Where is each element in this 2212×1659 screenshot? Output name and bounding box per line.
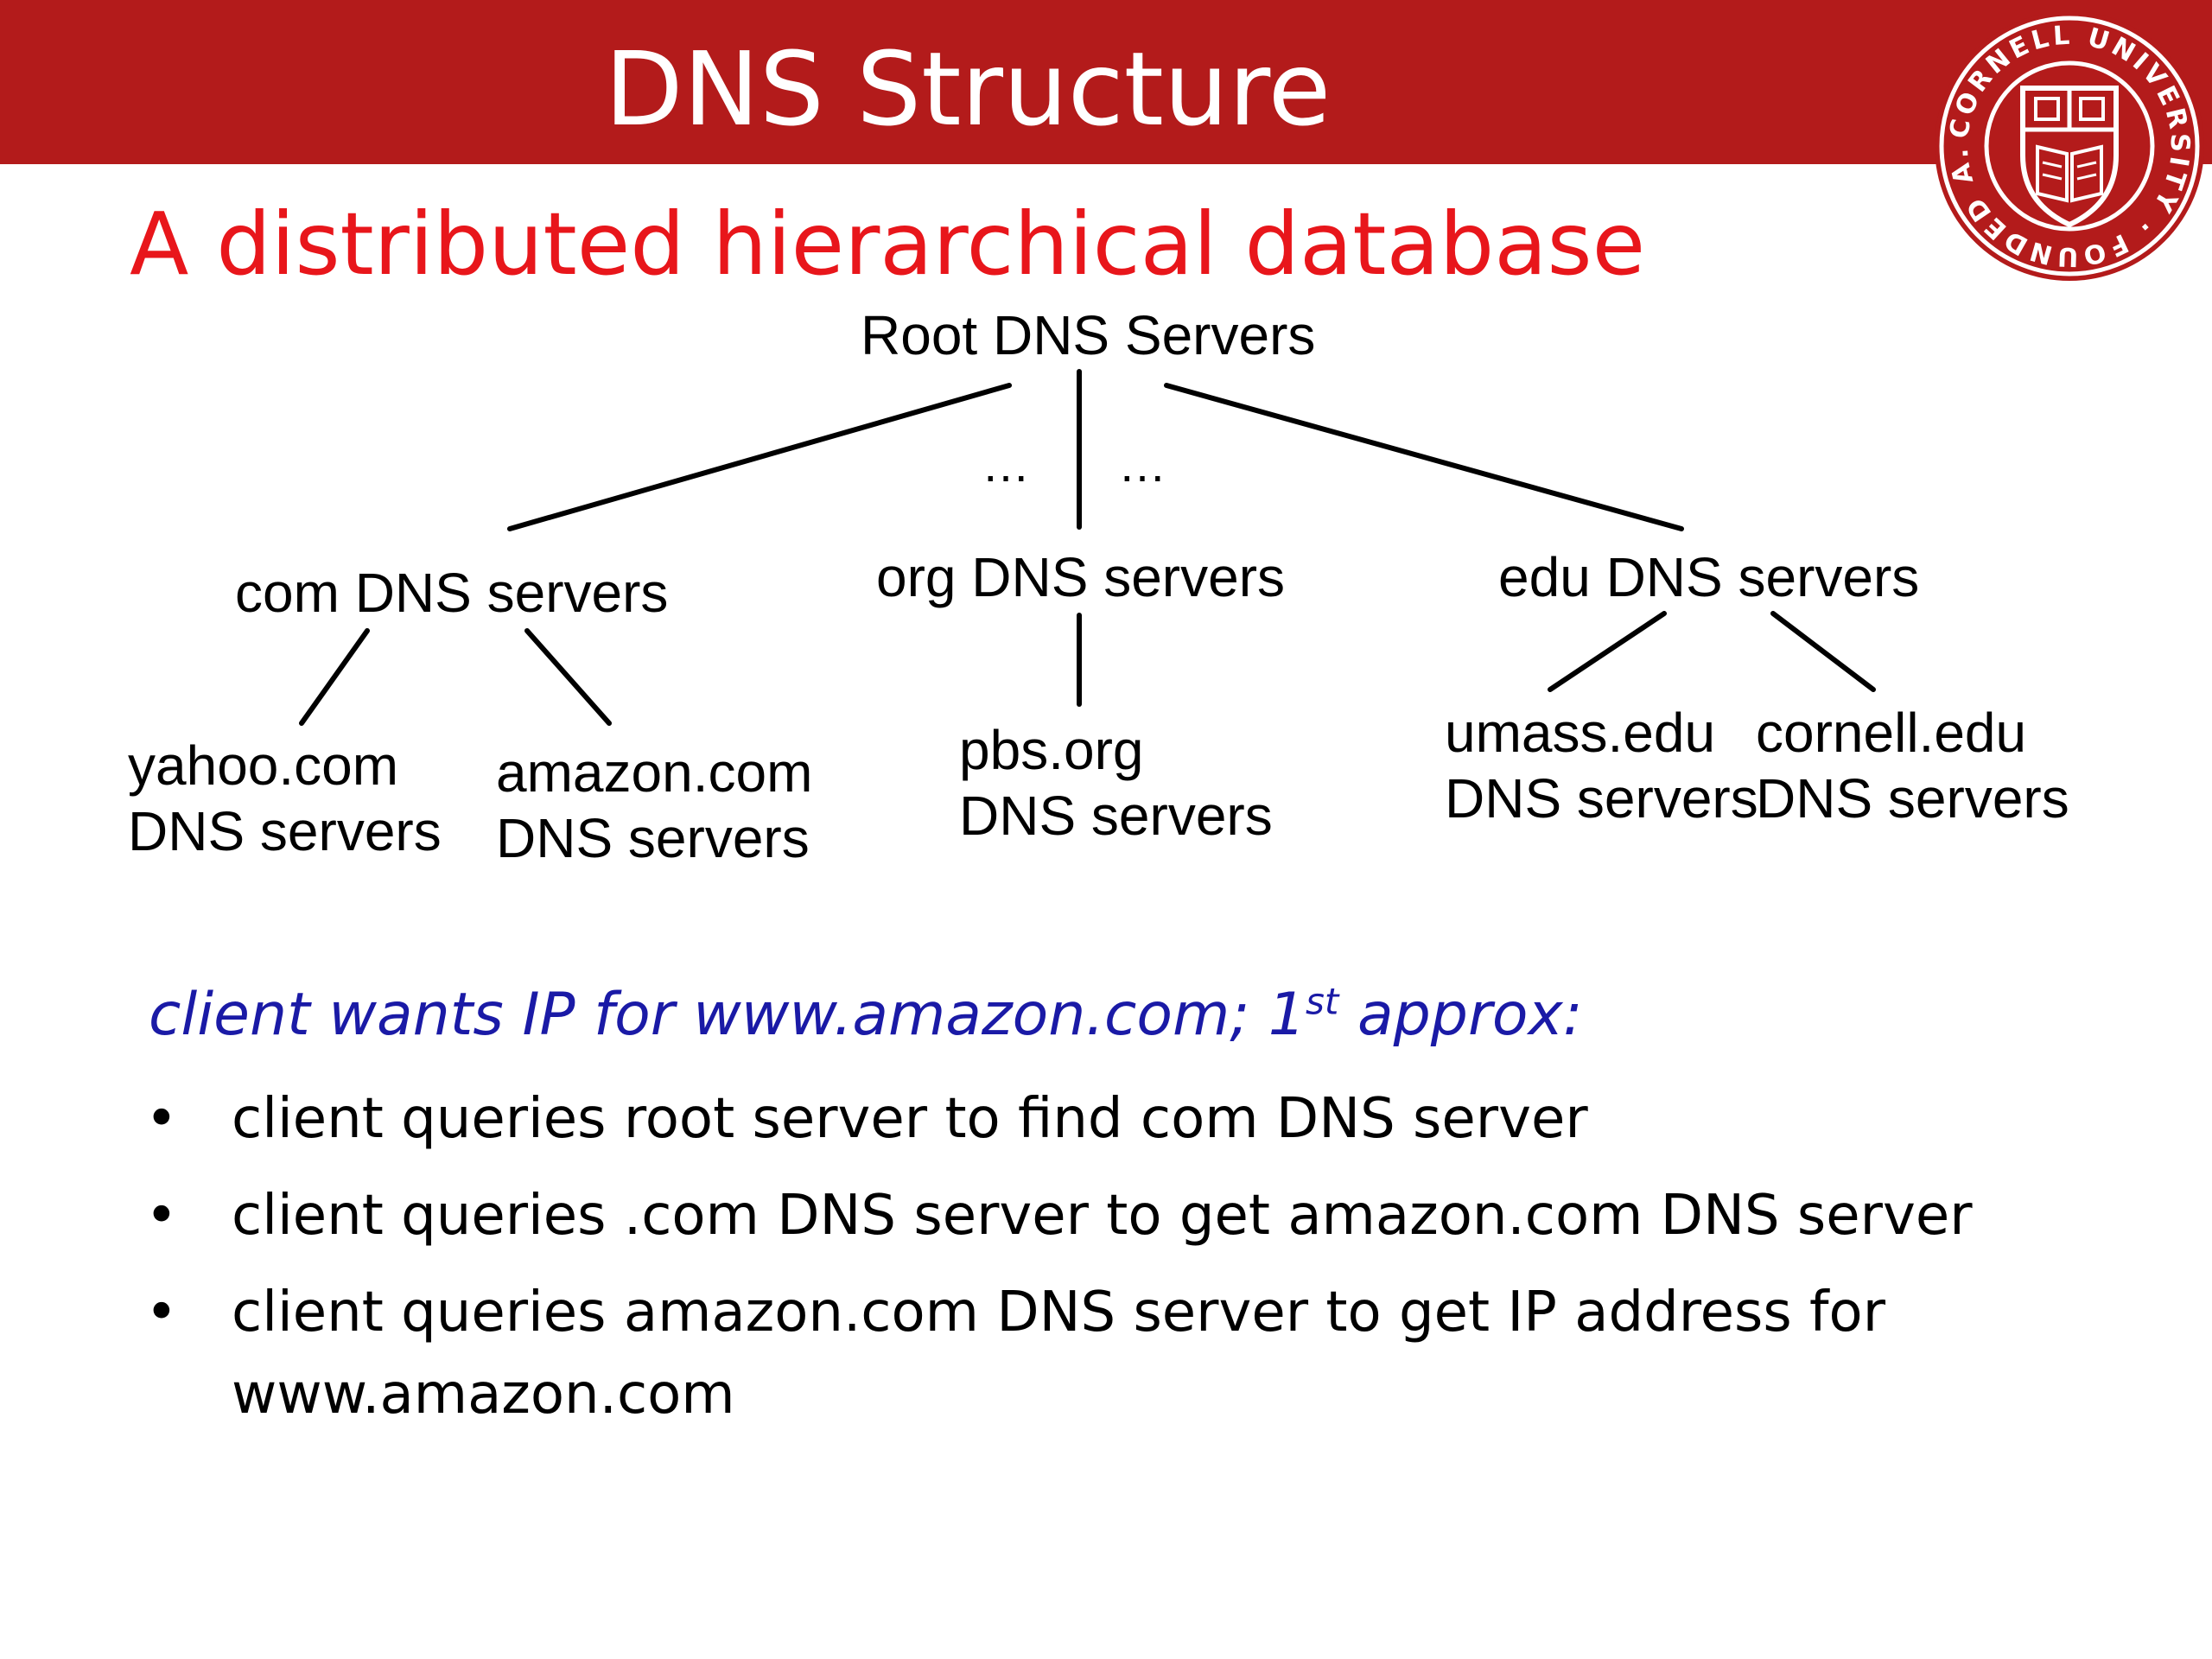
yahoo-servers-label: DNS servers (128, 800, 442, 862)
edu-dns-node: edu DNS servers (1498, 546, 1920, 608)
bullet-marker: • (145, 1281, 178, 1344)
umass-dns-node: umass.edu DNS servers (1445, 700, 1758, 831)
question-suffix: approx: (1338, 981, 1583, 1049)
cornell-dns-node: cornell.edu DNS servers (1756, 700, 2069, 831)
pbs-servers-label: DNS servers (959, 785, 1273, 847)
org-dns-node: org DNS servers (876, 546, 1285, 608)
pbs-domain-label: pbs.org (959, 719, 1144, 781)
cornell-servers-label: DNS servers (1756, 767, 2069, 830)
edge-edu-umass (1548, 611, 1667, 692)
edge-root-com (507, 383, 1012, 531)
edge-com-yahoo (299, 628, 370, 726)
pbs-dns-node: pbs.org DNS servers (959, 717, 1273, 849)
edge-com-amazon (524, 628, 612, 726)
slide-title: DNS Structure (604, 29, 1332, 149)
yahoo-domain-label: yahoo.com (128, 734, 399, 797)
amazon-dns-node: amazon.com DNS servers (496, 740, 812, 871)
edge-edu-cornell (1770, 611, 1876, 692)
bullet-marker: • (145, 1184, 178, 1248)
bullet-text: client queries amazon.com DNS server to … (232, 1281, 1885, 1427)
question-superscript: st (1305, 980, 1339, 1023)
ellipsis-left: … (982, 437, 1030, 492)
bullet-text: client queries .com DNS server to get am… (232, 1184, 1973, 1248)
question-text: client wants IP for www.amazon.com; 1 (149, 981, 1306, 1049)
amazon-domain-label: amazon.com (496, 741, 813, 804)
bullet-text: client queries root server to find com D… (232, 1087, 1588, 1151)
ellipsis-right: … (1118, 437, 1166, 492)
yahoo-dns-node: yahoo.com DNS servers (128, 733, 442, 864)
slide-subtitle: A distributed hierarchical database (130, 194, 1646, 295)
umass-servers-label: DNS servers (1445, 767, 1758, 830)
query-question: client wants IP for www.amazon.com; 1st … (149, 976, 1583, 1054)
header-bar (0, 0, 2212, 164)
cornell-domain-label: cornell.edu (1756, 702, 2027, 764)
cornell-seal-logo: CORNELL UNIVERSITY · FOUNDED A.D. 1865 · (1932, 9, 2204, 281)
bullet-marker: • (145, 1087, 178, 1151)
amazon-servers-label: DNS servers (496, 807, 810, 869)
umass-domain-label: umass.edu (1445, 702, 1716, 764)
root-dns-node: Root DNS Servers (861, 304, 1316, 366)
com-dns-node: com DNS servers (235, 562, 669, 624)
edge-root-edu (1164, 383, 1684, 531)
